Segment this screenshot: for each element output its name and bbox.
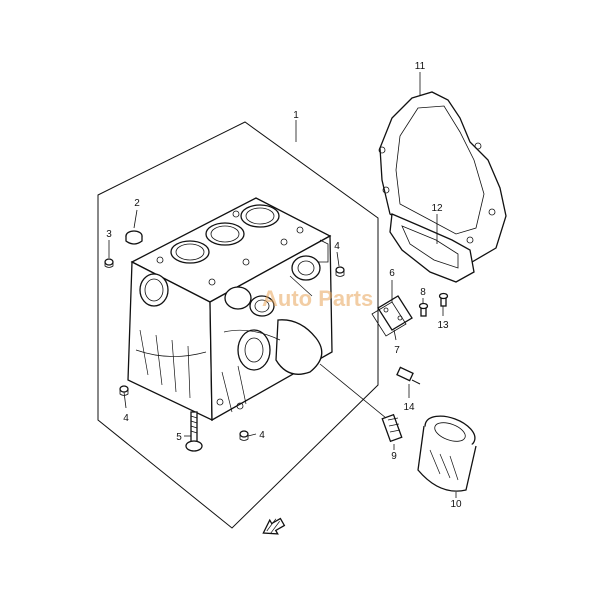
callout-4-upper: 4 — [334, 241, 340, 252]
part-12-gasket — [389, 213, 475, 283]
watermark-logo: Auto Parts — [262, 286, 373, 311]
callout-10: 10 — [450, 499, 462, 510]
callout-11: 11 — [415, 61, 426, 72]
part-6-cover-plate — [377, 295, 413, 331]
callout-4-bottom: 4 — [259, 430, 265, 441]
callout-labels: 1 2 3 4 4 4 5 6 7 8 9 10 11 12 13 14 — [106, 61, 462, 510]
callout-14: 14 — [403, 402, 415, 413]
leader-lines — [108, 72, 457, 498]
callout-1: 1 — [293, 110, 299, 121]
part-14-oil-pressure-switch — [396, 366, 421, 385]
callout-6: 6 — [389, 268, 395, 279]
part-8-bolt — [418, 302, 429, 317]
part-10-oil-filter — [417, 415, 477, 492]
callout-12: 12 — [431, 203, 443, 214]
cylinder-block — [127, 197, 333, 422]
part-2-expansion-plug — [125, 230, 143, 245]
assembly-outline — [97, 121, 379, 529]
callout-8: 8 — [420, 287, 426, 298]
part-11-rear-plate — [378, 91, 507, 263]
part-13-bolt — [438, 292, 449, 307]
callout-4-lower: 4 — [123, 413, 129, 424]
callout-13: 13 — [437, 320, 449, 331]
callout-5: 5 — [176, 432, 182, 443]
callout-3: 3 — [106, 229, 112, 240]
part-9-union-bolt — [381, 413, 403, 443]
callout-9: 9 — [391, 451, 397, 462]
front-direction-arrow-icon — [262, 517, 286, 535]
part-3-plug — [104, 258, 114, 268]
part-4-dowel-pin-c — [239, 430, 249, 441]
part-4-dowel-pin-a — [335, 266, 345, 277]
part-5-bolt — [185, 411, 203, 452]
part-7-gasket — [371, 301, 407, 337]
callout-7: 7 — [394, 345, 400, 356]
callout-2: 2 — [134, 198, 140, 209]
